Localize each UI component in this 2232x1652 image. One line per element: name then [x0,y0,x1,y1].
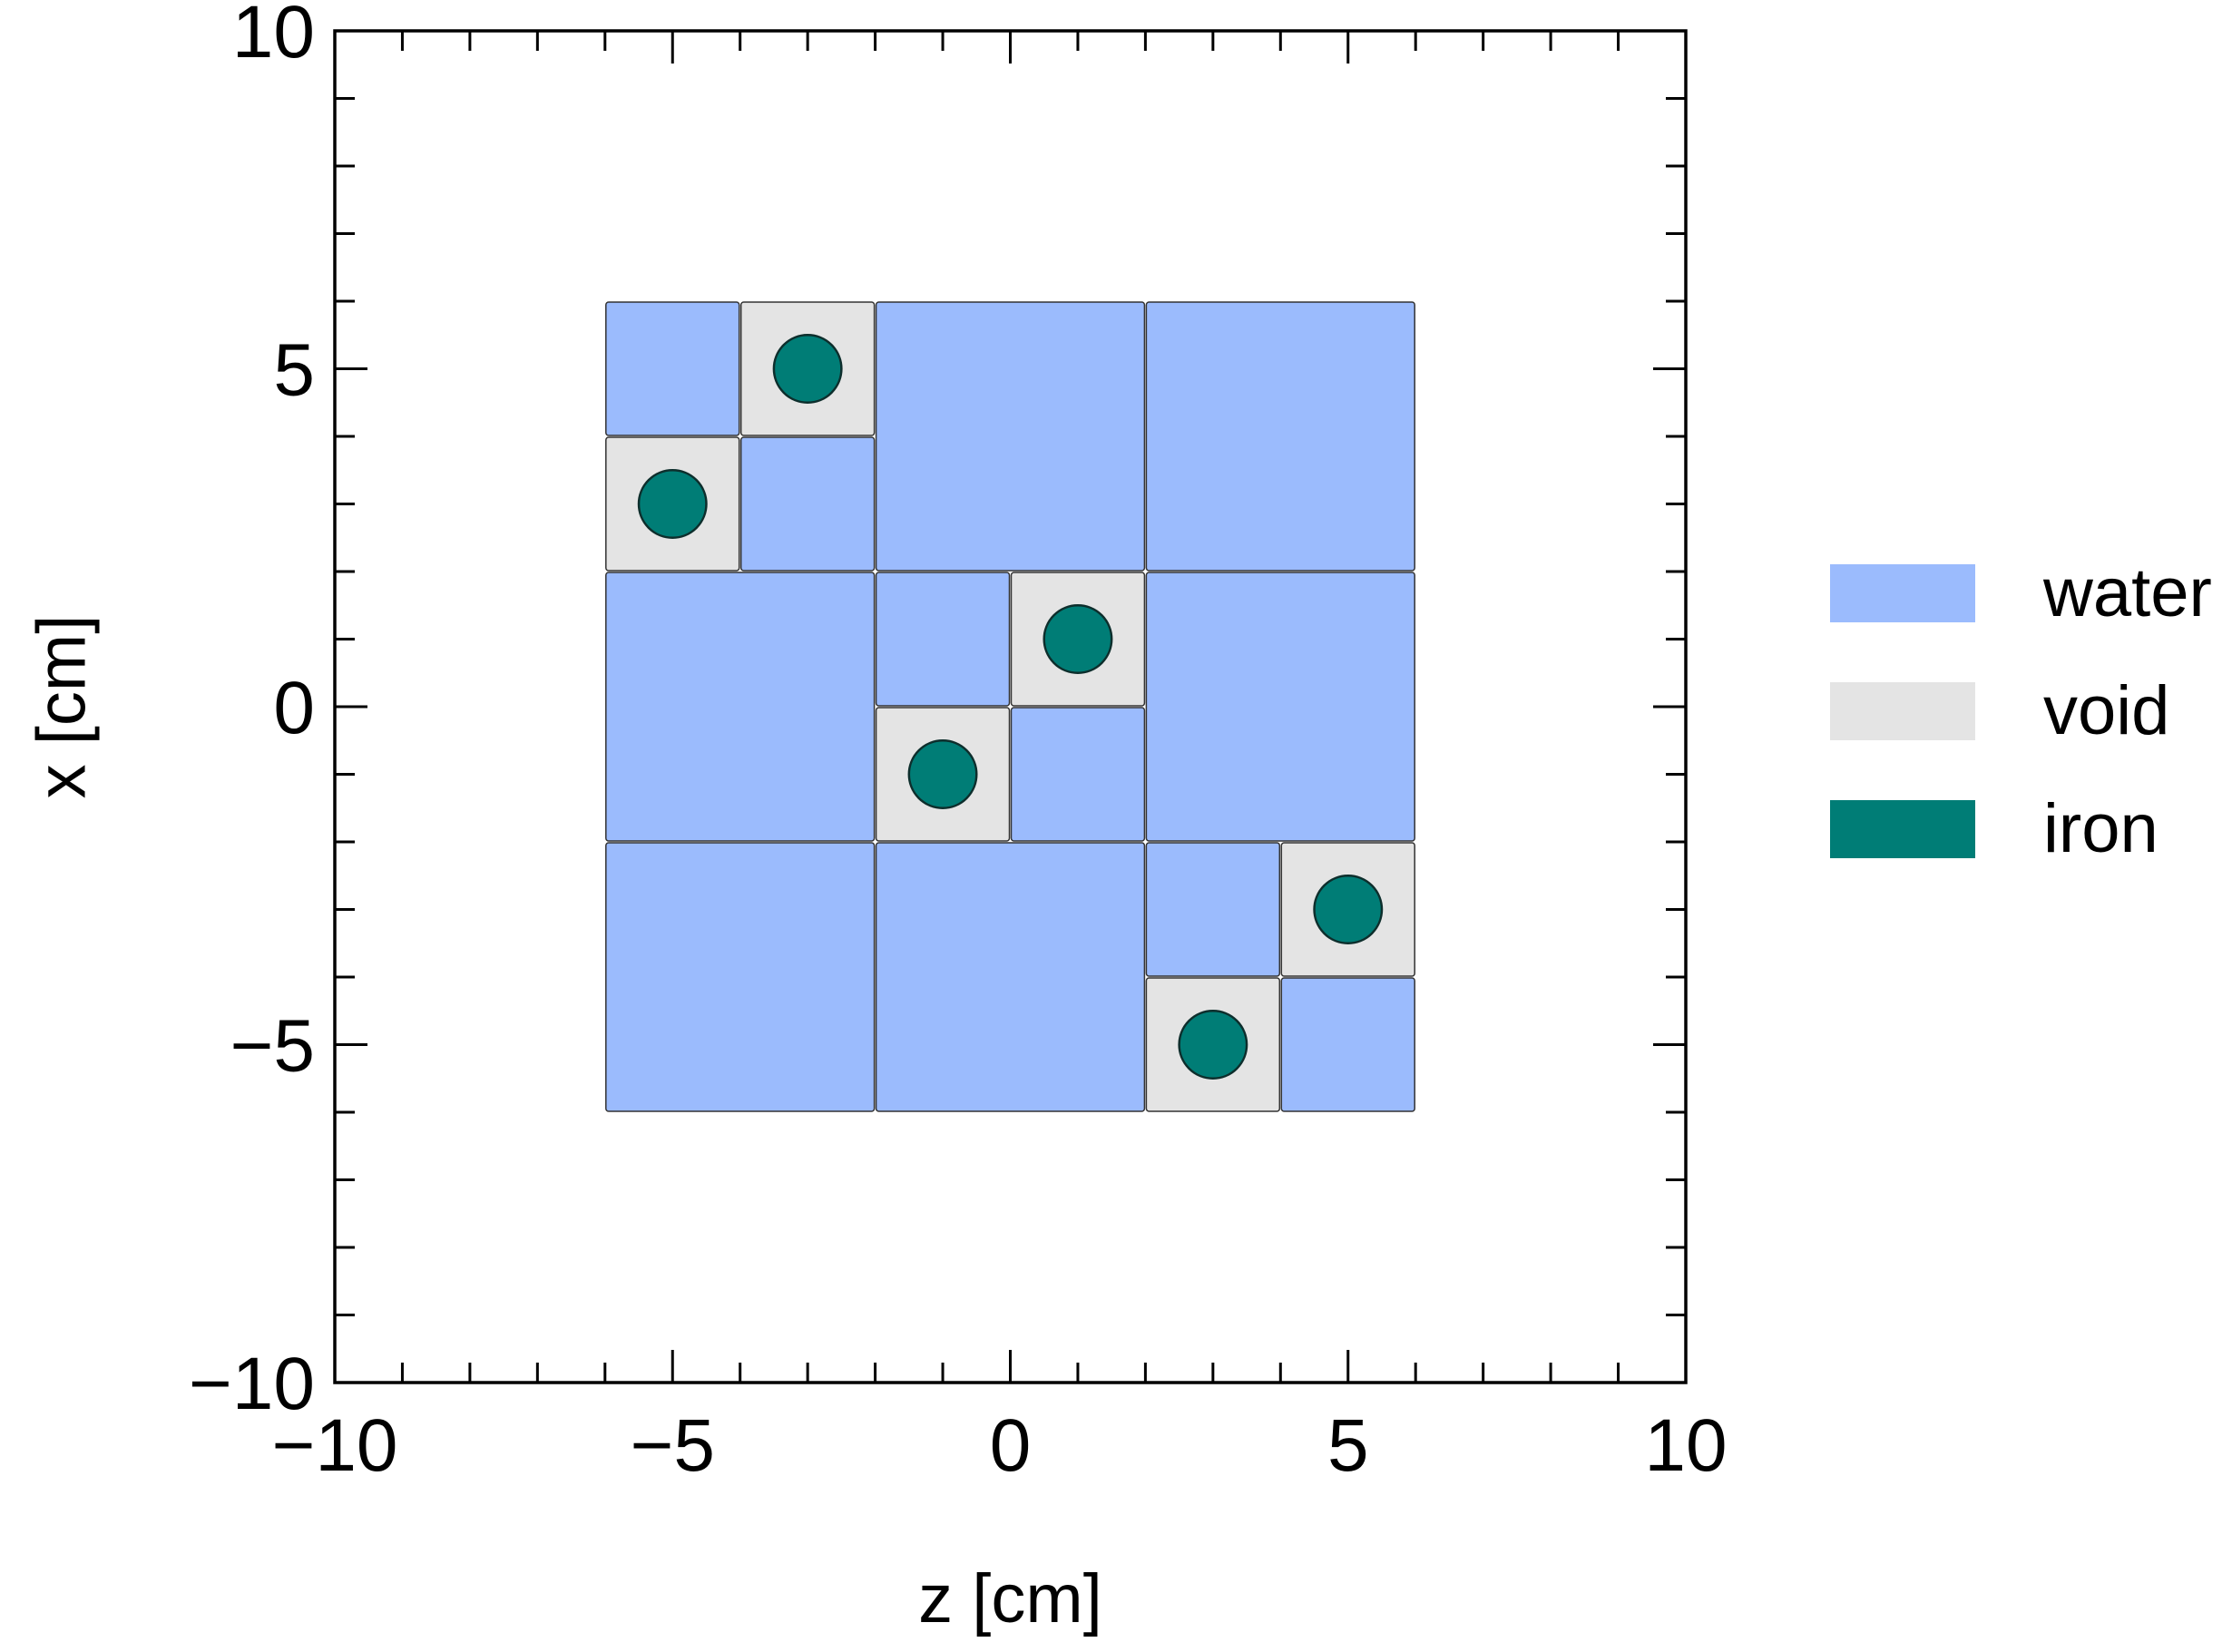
sphere-iron-4 [1313,875,1384,944]
legend-label-iron: iron [2043,790,2159,867]
y-tick-label: 5 [273,329,315,412]
x-tick-label: 10 [1644,1404,1727,1487]
cell-water-7 [875,572,1011,707]
cell-water-17 [1280,977,1415,1112]
x-tick-label: −5 [631,1404,716,1487]
cell-water-0 [605,301,740,436]
cell-water-3 [739,436,876,572]
legend-label-void: void [2043,672,2169,749]
spheres-layer [637,334,1384,1080]
cell-water-11 [1145,572,1415,842]
y-tick-label: −10 [189,1343,315,1425]
sphere-iron-1 [637,469,708,539]
cell-water-6 [605,572,876,842]
cell-water-10 [1010,707,1146,842]
legend: water void iron [1830,554,2212,867]
cell-water-14 [1145,842,1281,977]
plot-frame [333,29,1688,1384]
sphere-iron-3 [907,739,978,809]
tick-labels: −10 −5 0 5 10 −10 −5 0 5 10 [189,0,1728,1487]
sphere-iron-2 [1043,604,1113,674]
legend-swatch-iron [1830,800,1975,858]
legend-label-water: water [2042,554,2212,631]
cell-water-12 [605,842,876,1112]
cell-water-5 [1145,301,1415,572]
x-tick-label: 5 [1327,1404,1369,1487]
ticks-layer [333,29,1688,1384]
x-tick-label: −10 [271,1404,397,1487]
sphere-iron-0 [772,334,843,404]
x-axis-label: z [cm] [918,1560,1102,1637]
legend-swatch-water [1830,564,1975,622]
cell-water-13 [875,842,1146,1112]
y-tick-label: 0 [273,667,315,749]
legend-swatch-void [1830,682,1975,740]
y-axis-label: x [cm] [24,615,101,799]
x-tick-label: 0 [990,1404,1032,1487]
cells-layer [605,301,1415,1112]
cell-water-4 [875,301,1146,572]
sphere-iron-5 [1178,1010,1248,1080]
y-tick-label: −5 [230,1005,316,1088]
y-tick-label: 10 [232,0,315,73]
